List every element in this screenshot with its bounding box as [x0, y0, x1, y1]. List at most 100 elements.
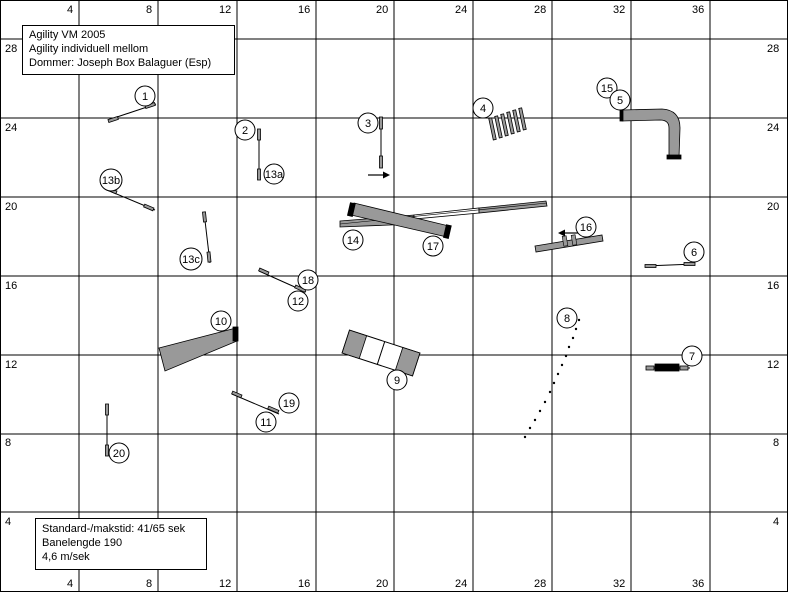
marker-10: 10: [210, 310, 232, 332]
course-judge: Dommer: Joseph Box Balaguer (Esp): [29, 57, 212, 69]
svg-text:14: 14: [347, 235, 359, 247]
y-tick-left: 28: [5, 43, 17, 55]
x-tick-bottom: 8: [146, 578, 152, 590]
x-tick-bottom: 16: [298, 578, 310, 590]
svg-text:11: 11: [260, 417, 271, 429]
y-tick-right: 4: [773, 516, 779, 528]
svg-text:1: 1: [142, 91, 148, 103]
y-tick-right: 12: [767, 359, 779, 371]
marker-12: 12: [287, 290, 309, 312]
x-tick-top: 12: [219, 4, 231, 16]
svg-text:4: 4: [480, 103, 486, 115]
jump-11: [231, 390, 280, 415]
jump-1: [107, 101, 157, 123]
svg-text:13a: 13a: [265, 169, 284, 181]
y-tick-right: 20: [767, 201, 779, 213]
marker-2: 2: [234, 119, 256, 141]
y-tick-right: 8: [773, 437, 779, 449]
x-tick-top: 16: [298, 4, 310, 16]
x-tick-bottom: 28: [534, 578, 546, 590]
course-time-limits: Standard-/makstid: 41/65 sek: [42, 523, 186, 535]
jump-6: [644, 262, 696, 268]
course-title-box: Agility VM 2005 Agility individuell mell…: [22, 25, 235, 75]
y-tick-left: 24: [5, 122, 17, 134]
marker-13a: 13a: [263, 163, 285, 185]
x-tick-bottom: 12: [219, 578, 231, 590]
svg-text:2: 2: [242, 125, 248, 137]
marker-8: 8: [556, 307, 578, 329]
jump-3: [368, 116, 390, 179]
marker-14: 14: [342, 229, 364, 251]
svg-text:13b: 13b: [102, 175, 120, 187]
svg-text:18: 18: [302, 275, 314, 287]
weave-poles-4: [488, 107, 527, 141]
tyre-7: [645, 363, 690, 372]
y-tick-left: 4: [5, 516, 11, 528]
marker-5: 5: [609, 89, 631, 111]
x-tick-bottom: 24: [455, 578, 467, 590]
a-frame-9: [341, 329, 421, 377]
marker-17: 17: [422, 235, 444, 257]
x-tick-top: 4: [67, 4, 73, 16]
svg-text:8: 8: [564, 313, 570, 325]
x-tick-bottom: 36: [692, 578, 704, 590]
weave-poles-8: [523, 318, 581, 439]
x-tick-bottom: 20: [376, 578, 388, 590]
x-tick-top: 20: [376, 4, 388, 16]
seesaw-16: [534, 229, 604, 253]
x-tick-top: 36: [692, 4, 704, 16]
tunnel-17: [346, 202, 452, 239]
marker-16: 16: [575, 216, 597, 238]
marker-13c: 13c: [179, 247, 203, 271]
course-title: Agility VM 2005: [29, 29, 106, 41]
jump-13c: [202, 211, 212, 264]
svg-text:6: 6: [691, 247, 697, 259]
y-tick-right: 28: [767, 43, 779, 55]
y-tick-left: 8: [5, 437, 11, 449]
marker-19: 19: [278, 392, 300, 414]
marker-1: 1: [134, 85, 156, 107]
svg-text:3: 3: [365, 118, 371, 130]
x-tick-top: 24: [455, 4, 467, 16]
x-tick-top: 28: [534, 4, 546, 16]
course-class: Agility individuell mellom: [29, 43, 149, 55]
course-speed: 4,6 m/sek: [42, 551, 90, 563]
marker-3: 3: [357, 112, 379, 134]
course-stats-box: Standard-/makstid: 41/65 sek Banelengde …: [35, 518, 207, 570]
y-tick-right: 16: [767, 280, 779, 292]
y-tick-left: 16: [5, 280, 17, 292]
svg-text:10: 10: [215, 316, 227, 328]
y-tick-right: 24: [767, 122, 779, 134]
course-length: Banelengde 190: [42, 537, 123, 549]
svg-text:12: 12: [292, 296, 304, 308]
marker-6: 6: [683, 241, 705, 263]
marker-15: 15: [596, 77, 618, 99]
marker-9: 9: [386, 369, 408, 391]
svg-text:5: 5: [617, 95, 623, 107]
y-tick-left: 20: [5, 201, 17, 213]
x-tick-top: 8: [146, 4, 152, 16]
marker-11: 11: [255, 411, 277, 433]
svg-text:9: 9: [394, 375, 400, 387]
collapsed-tunnel-10: [158, 326, 239, 372]
x-tick-bottom: 4: [67, 578, 73, 590]
x-tick-bottom: 32: [613, 578, 625, 590]
jump-20: [105, 403, 109, 457]
marker-13b: 13b: [99, 168, 123, 192]
marker-4: 4: [472, 97, 494, 119]
svg-text:19: 19: [283, 398, 295, 410]
x-tick-top: 32: [613, 4, 625, 16]
marker-18: 18: [297, 269, 319, 291]
svg-text:7: 7: [689, 351, 695, 363]
svg-text:15: 15: [601, 83, 613, 95]
jump-12: [258, 267, 307, 293]
jump-2: [257, 128, 261, 181]
svg-text:13c: 13c: [182, 254, 200, 266]
svg-text:17: 17: [427, 241, 439, 253]
svg-text:20: 20: [113, 448, 125, 460]
svg-text:16: 16: [580, 222, 592, 234]
marker-7: 7: [681, 345, 703, 367]
tunnel-5: [619, 108, 682, 160]
